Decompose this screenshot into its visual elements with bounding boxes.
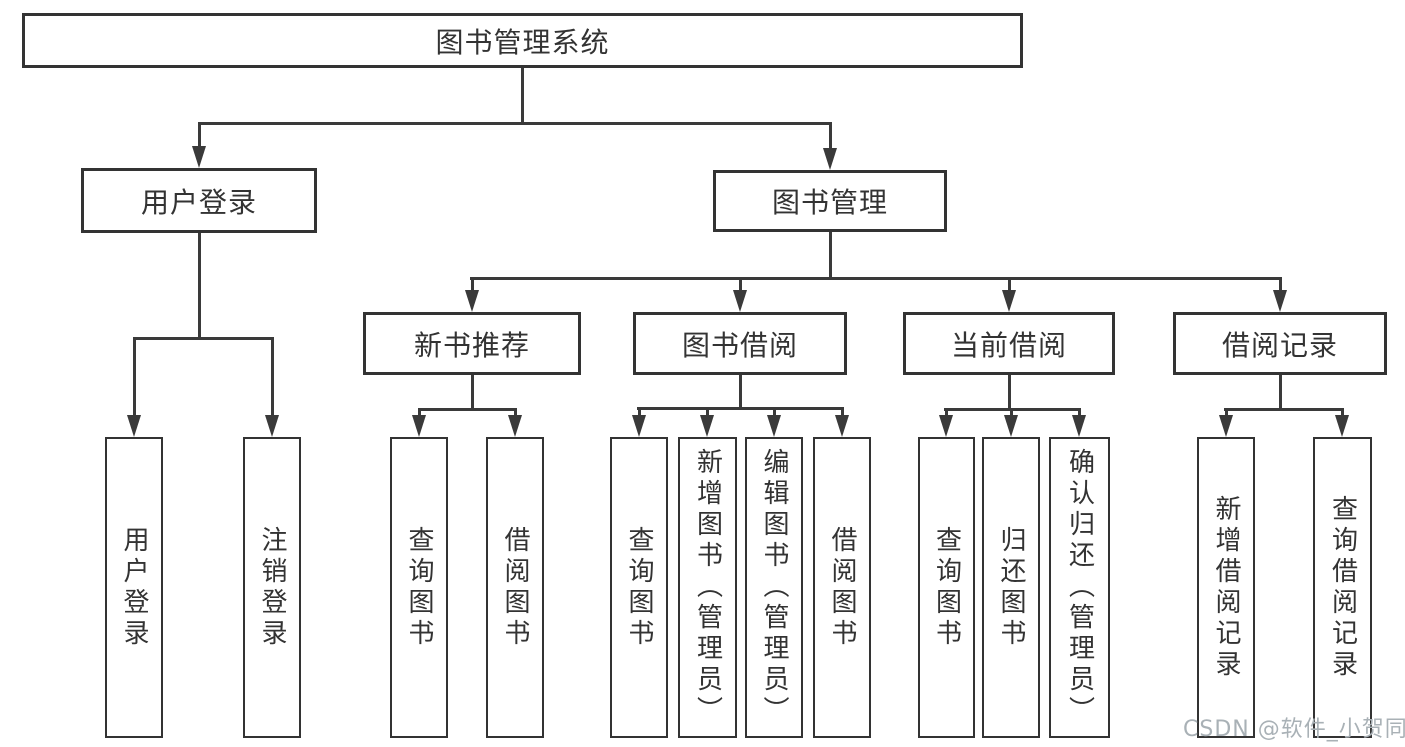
leaf-logout: 注销登录 [243,437,301,738]
leaf-borrow-query-label: 查询图书 [624,525,654,650]
connector-bookborrow-stub [739,277,742,294]
leaf-borrow-edit: 编辑图书（管理员） [745,437,803,738]
connector-userlogin-drop [198,233,201,337]
arrow-down-currentborrow [1002,290,1016,312]
leaf-borrow-borrow: 借阅图书 [813,437,871,738]
connector-borrowrecords-stub [1279,277,1282,294]
connector-bookborrow-drop [739,375,742,407]
arrow-down-leaf-logout [265,415,279,437]
connector-currentborrow-stub [1008,277,1011,294]
connector-borrowrecords-drop [1279,375,1282,408]
connector-userlogin-stub [198,122,201,152]
connector-bwquery-stub [638,407,641,420]
leaf-current-confirm: 确认归还（管理员） [1049,437,1110,738]
arrow-down-bw-add [700,415,714,437]
connector-leaf-logout-stub [271,337,274,419]
arrow-down-bookmgmt [823,148,837,170]
leaf-records-add-label: 新增借阅记录 [1211,494,1241,681]
leaf-borrow-add-label: 新增图书（管理员） [692,448,723,727]
connector-newbooks-drop [471,375,474,408]
node-current-borrow-label: 当前借阅 [950,328,1067,362]
node-book-borrow-label: 图书借阅 [681,328,798,362]
node-user-login: 用户登录 [81,168,317,233]
connector-bwadd-stub [706,407,709,420]
leaf-user-login: 用户登录 [105,437,163,738]
leaf-current-query-label: 查询图书 [931,525,962,650]
connector-nbquery-stub [418,408,421,420]
arrow-down-nb-query [412,415,426,437]
connector-newbooks-stub [471,277,474,294]
node-borrow-records: 借阅记录 [1173,312,1387,375]
connector-newbooks-branch [418,408,517,411]
node-user-login-label: 用户登录 [140,185,257,219]
connector-nbborrow-stub [514,408,517,420]
connector-userlogin-branch [133,337,274,340]
arrow-down-nb-borrow [508,415,522,437]
node-root-label: 图书管理系统 [435,25,610,59]
node-book-borrow: 图书借阅 [633,312,847,375]
arrow-down-bw-query [632,415,646,437]
leaf-current-return: 归还图书 [982,437,1040,738]
leaf-borrow-edit-label: 编辑图书（管理员） [759,448,789,727]
leaf-current-confirm-label: 确认归还（管理员） [1064,448,1095,727]
leaf-user-login-label: 用户登录 [119,525,149,650]
leaf-newbooks-borrow: 借阅图书 [486,437,544,738]
leaf-newbooks-query-label: 查询图书 [404,525,434,650]
node-new-books: 新书推荐 [363,312,581,375]
node-current-borrow: 当前借阅 [903,312,1115,375]
leaf-borrow-add: 新增图书（管理员） [678,437,737,738]
connector-bookmgmt-branch [470,277,1281,280]
connector-bookborrow-branch [637,407,844,410]
leaf-borrow-borrow-label: 借阅图书 [827,525,857,650]
node-book-mgmt-label: 图书管理 [771,186,888,219]
leaf-newbooks-query: 查询图书 [390,437,448,738]
connector-root-branch [198,122,832,125]
leaf-current-return-label: 归还图书 [996,525,1026,650]
connector-borrowrecords-branch [1224,408,1344,411]
arrow-down-leaf-userlogin [127,415,141,437]
leaf-records-add: 新增借阅记录 [1197,437,1255,738]
arrow-down-bw-edit [767,415,781,437]
node-book-mgmt: 图书管理 [713,170,947,232]
connector-recadd-stub [1225,408,1228,420]
arrow-down-cur-query [939,415,953,437]
node-new-books-label: 新书推荐 [413,328,530,362]
connector-bwedit-stub [773,407,776,420]
leaf-borrow-query: 查询图书 [610,437,668,738]
leaf-records-query-label: 查询借阅记录 [1327,494,1358,681]
connector-leaf-userlogin-stub [133,337,136,419]
connector-bookmgmt-drop [829,232,832,277]
leaf-records-query: 查询借阅记录 [1313,437,1372,738]
arrow-down-newbooks [465,290,479,312]
leaf-logout-label: 注销登录 [257,525,287,650]
connector-bwborrow-stub [841,407,844,420]
connector-bookmgmt-stub [829,122,832,154]
arrow-down-rec-add [1219,415,1233,437]
connector-currentborrow-drop [1008,375,1011,408]
leaf-newbooks-borrow-label: 借阅图书 [500,525,530,650]
connector-recquery-stub [1341,408,1344,420]
connector-curquery-stub [945,408,948,420]
arrow-down-bookborrow [733,290,747,312]
csdn-watermark: CSDN @软件_小贺同学 [1183,717,1405,742]
arrow-down-borrowrecords [1273,290,1287,312]
connector-root-drop [521,68,524,122]
node-borrow-records-label: 借阅记录 [1221,328,1338,362]
arrow-down-bw-borrow [835,415,849,437]
connector-curreturn-stub [1010,408,1013,420]
connector-curconfirm-stub [1078,408,1081,420]
arrow-down-userlogin [192,146,206,168]
arrow-down-cur-return [1004,415,1018,437]
leaf-current-query: 查询图书 [918,437,975,738]
node-root: 图书管理系统 [22,13,1023,68]
arrow-down-rec-query [1335,415,1349,437]
arrow-down-cur-confirm [1072,415,1086,437]
